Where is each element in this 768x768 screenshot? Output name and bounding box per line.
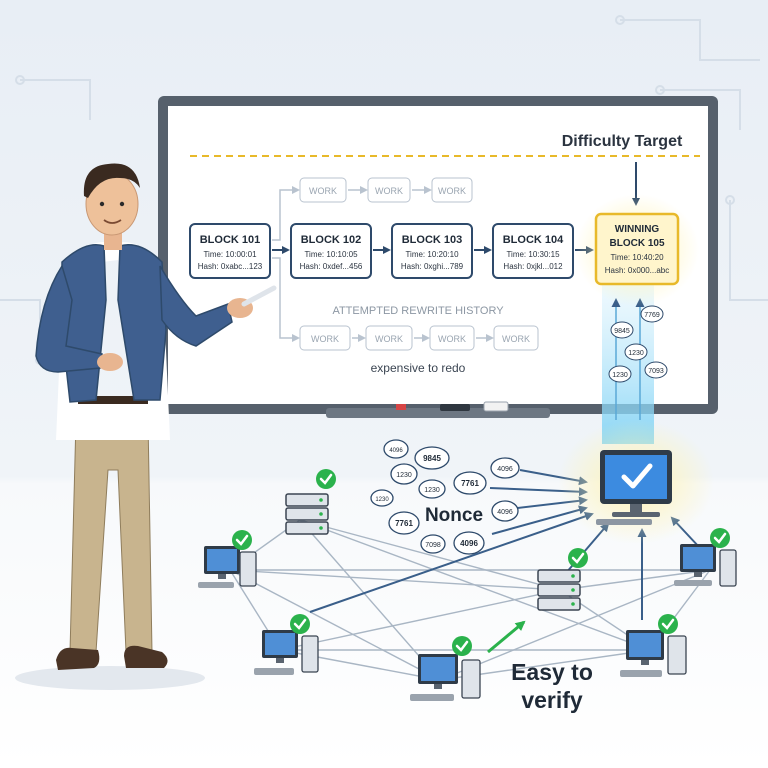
block-hash: Hash: 0xghi...789 (401, 262, 464, 271)
nonce-token: 1230 (612, 372, 628, 379)
left-shoe (56, 647, 100, 670)
desktop-node (620, 614, 687, 677)
marker-black (440, 404, 470, 411)
work-box (299, 177, 347, 203)
work-label: WORK (375, 186, 403, 196)
nonce-token: 1230 (424, 487, 440, 494)
check-badge-icon (290, 614, 310, 634)
expensive-label: expensive to redo (371, 361, 466, 375)
block-103: BLOCK 103 Time: 10:20:10 Hash: 0xghi...7… (391, 223, 473, 279)
eraser (483, 401, 509, 412)
nonce-token: 7761 (461, 479, 479, 488)
work-box (367, 177, 411, 203)
nonce-token: 7093 (648, 368, 664, 375)
check-badge-icon (710, 528, 730, 548)
work-label: WORK (311, 334, 339, 344)
presenter (35, 163, 277, 670)
block-title: BLOCK 104 (503, 234, 564, 246)
block-hash: Hash: 0xabc...123 (198, 262, 263, 271)
belt (78, 396, 148, 404)
work-box (493, 325, 539, 351)
check-badge-icon (316, 469, 336, 489)
block-time: Time: 10:20:10 (405, 250, 459, 259)
check-badge-icon (452, 636, 472, 656)
winning-hash: Hash: 0x000...abc (605, 266, 669, 275)
check-badge-icon (568, 548, 588, 568)
nonce-token: 4096 (389, 448, 403, 454)
work-label: WORK (502, 334, 530, 344)
nonce-token: 4096 (460, 539, 478, 548)
floor-shadow (15, 666, 205, 690)
winning-block-105: WINNING BLOCK 105 Time: 10:40:20 Hash: 0… (594, 212, 680, 286)
nonce-token: 4096 (497, 466, 513, 473)
jacket-right-arm (159, 265, 233, 347)
block-time: Time: 10:10:05 (304, 250, 358, 259)
network-links (229, 519, 711, 681)
jacket-right (117, 244, 167, 401)
shirt-lower (72, 402, 152, 440)
work-label: WORK (438, 186, 466, 196)
winning-time: Time: 10:40:20 (610, 253, 664, 262)
marker-red (396, 404, 406, 410)
left-hand (97, 353, 123, 371)
work-box (431, 177, 473, 203)
attempted-rewrite-label: ATTEMPTED REWRITE HISTORY (332, 305, 504, 317)
hair (83, 163, 140, 198)
winning-label: WINNING (615, 224, 660, 235)
check-badge-icon (232, 530, 252, 550)
easy-to-verify-line1: Easy to (511, 659, 593, 685)
desktop-node (410, 636, 481, 701)
block-title: BLOCK 102 (301, 234, 362, 246)
beam-nonces: 9845 7769 1230 7093 1230 (608, 305, 668, 383)
work-label: WORK (438, 334, 466, 344)
server-node (537, 548, 588, 611)
right-shoe (124, 645, 168, 668)
nonce-token: 7761 (395, 519, 413, 528)
work-box (365, 325, 413, 351)
block-104: BLOCK 104 Time: 10:30:15 Hash: 0xjkl...0… (492, 223, 574, 279)
nonce-token: 7098 (425, 542, 441, 549)
nonce-cloud: 9845 1230 7761 4096 1230 7761 4096 4096 … (370, 439, 520, 555)
nonce-token: 1230 (375, 497, 389, 503)
easy-to-verify-line2: verify (521, 687, 583, 713)
block-hash: Hash: 0xdef...456 (300, 262, 363, 271)
block-hash: Hash: 0xjkl...012 (503, 262, 563, 271)
block-102: BLOCK 102 Time: 10:10:05 Hash: 0xdef...4… (290, 223, 372, 279)
nonce-token: 7769 (644, 312, 660, 319)
work-box (429, 325, 475, 351)
difficulty-target-label: Difficulty Target (562, 133, 683, 150)
winning-title: BLOCK 105 (609, 238, 664, 249)
nonce-token: 4096 (497, 509, 513, 516)
stylus-pen (241, 285, 277, 307)
nonce-token: 9845 (614, 328, 630, 335)
nonce-token: 9845 (423, 454, 441, 463)
beam-arrows (611, 298, 645, 420)
server-node (285, 469, 336, 535)
checkmark-icon (621, 463, 653, 489)
block-title: BLOCK 103 (402, 234, 463, 246)
nonce-token: 1230 (396, 472, 412, 479)
work-label: WORK (309, 186, 337, 196)
circuit-pattern (0, 15, 768, 365)
desktop-node (674, 528, 737, 587)
verify-arrow (487, 620, 526, 654)
winning-computer (596, 450, 672, 525)
work-branch-top: WORK WORK WORK (272, 177, 473, 241)
work-box (299, 325, 351, 351)
block-title: BLOCK 101 (200, 234, 261, 246)
nonce-label: Nonce (425, 505, 483, 526)
jacket-left-arm (35, 264, 103, 373)
rewrite-branch: ATTEMPTED REWRITE HISTORY WORK WORK WORK… (272, 257, 539, 375)
block-time: Time: 10:30:15 (506, 250, 560, 259)
desktop-node (254, 614, 319, 675)
work-label: WORK (375, 334, 403, 344)
block-time: Time: 10:00:01 (203, 250, 257, 259)
check-badge-icon (658, 614, 678, 634)
desktop-node (198, 530, 257, 588)
nonce-token: 1230 (628, 350, 644, 357)
block-101: BLOCK 101 Time: 10:00:01 Hash: 0xabc...1… (189, 223, 271, 279)
